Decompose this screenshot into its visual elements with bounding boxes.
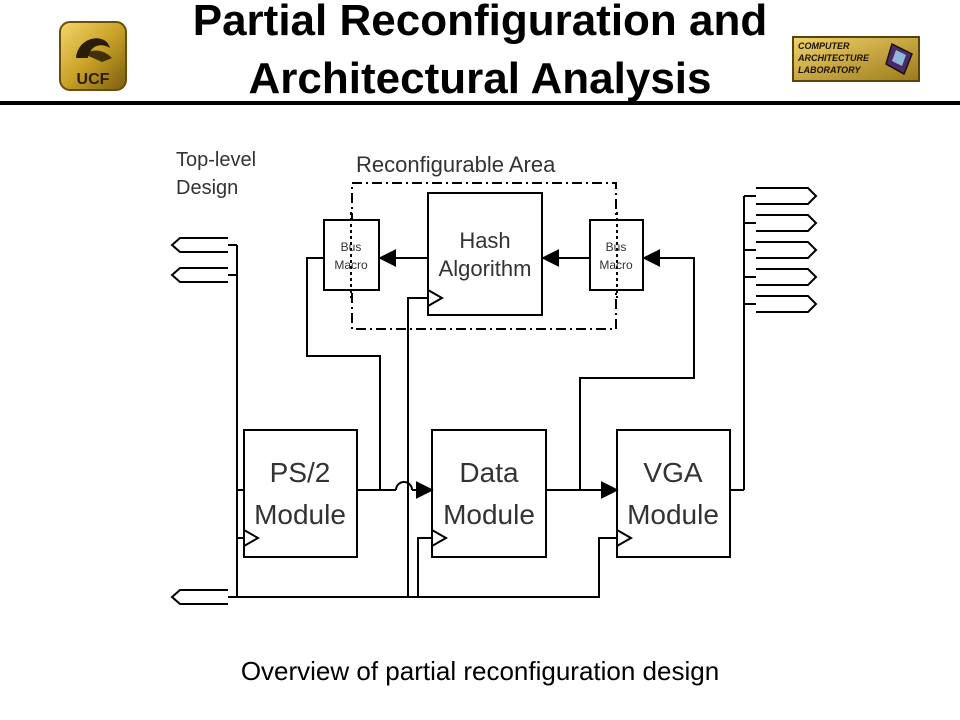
- chip-icon: [885, 42, 913, 76]
- data-label-line2: Module: [443, 499, 535, 530]
- hash-label-line2: Algorithm: [439, 256, 532, 281]
- vga-label-line1: VGA: [643, 457, 702, 488]
- hash-label-line1: Hash: [459, 228, 510, 253]
- partial-reconfiguration-diagram: Top-level Design Reconfigurable Area Has…: [160, 140, 820, 610]
- data-module-block: [431, 429, 547, 558]
- slide-title-line1: Partial Reconfiguration and: [192, 0, 768, 45]
- diagram-svg: Top-level Design Reconfigurable Area Has…: [160, 140, 820, 610]
- lab-logo-line2: ARCHITECTURE: [797, 53, 870, 63]
- computer-architecture-lab-logo: COMPUTER ARCHITECTURE LABORATORY: [792, 36, 920, 82]
- ps2-module-block: [243, 429, 358, 558]
- bus-macro-right-label-line1: Bus: [606, 240, 627, 254]
- reconfigurable-area-label: Reconfigurable Area: [356, 152, 556, 177]
- vga-module-block: [616, 429, 731, 558]
- bus-macro-left-label-line1: Bus: [341, 240, 362, 254]
- ucf-logo-text: UCF: [77, 71, 110, 88]
- figure-caption: Overview of partial reconfiguration desi…: [240, 656, 720, 686]
- bus-macro-left-label-line2: Macro: [334, 258, 368, 272]
- lab-logo-icon: COMPUTER ARCHITECTURE LABORATORY: [792, 36, 920, 82]
- data-label-line1: Data: [459, 457, 519, 488]
- ucf-pegasus-logo-icon: UCF: [59, 21, 127, 91]
- lab-logo-line1: COMPUTER: [798, 41, 850, 51]
- top-level-label-line2: Design: [176, 177, 238, 199]
- ps2-label-line1: PS/2: [270, 457, 331, 488]
- slide-title-line2: Architectural Analysis: [248, 54, 712, 103]
- title-underline: [0, 101, 960, 105]
- top-level-label-line1: Top-level: [176, 149, 256, 171]
- lab-logo-line3: LABORATORY: [798, 65, 862, 75]
- ucf-logo: UCF: [56, 18, 130, 94]
- ps2-label-line2: Module: [254, 499, 346, 530]
- bus-macro-right-label-line2: Macro: [599, 258, 633, 272]
- vga-label-line2: Module: [627, 499, 719, 530]
- hash-algorithm-block: [427, 192, 543, 316]
